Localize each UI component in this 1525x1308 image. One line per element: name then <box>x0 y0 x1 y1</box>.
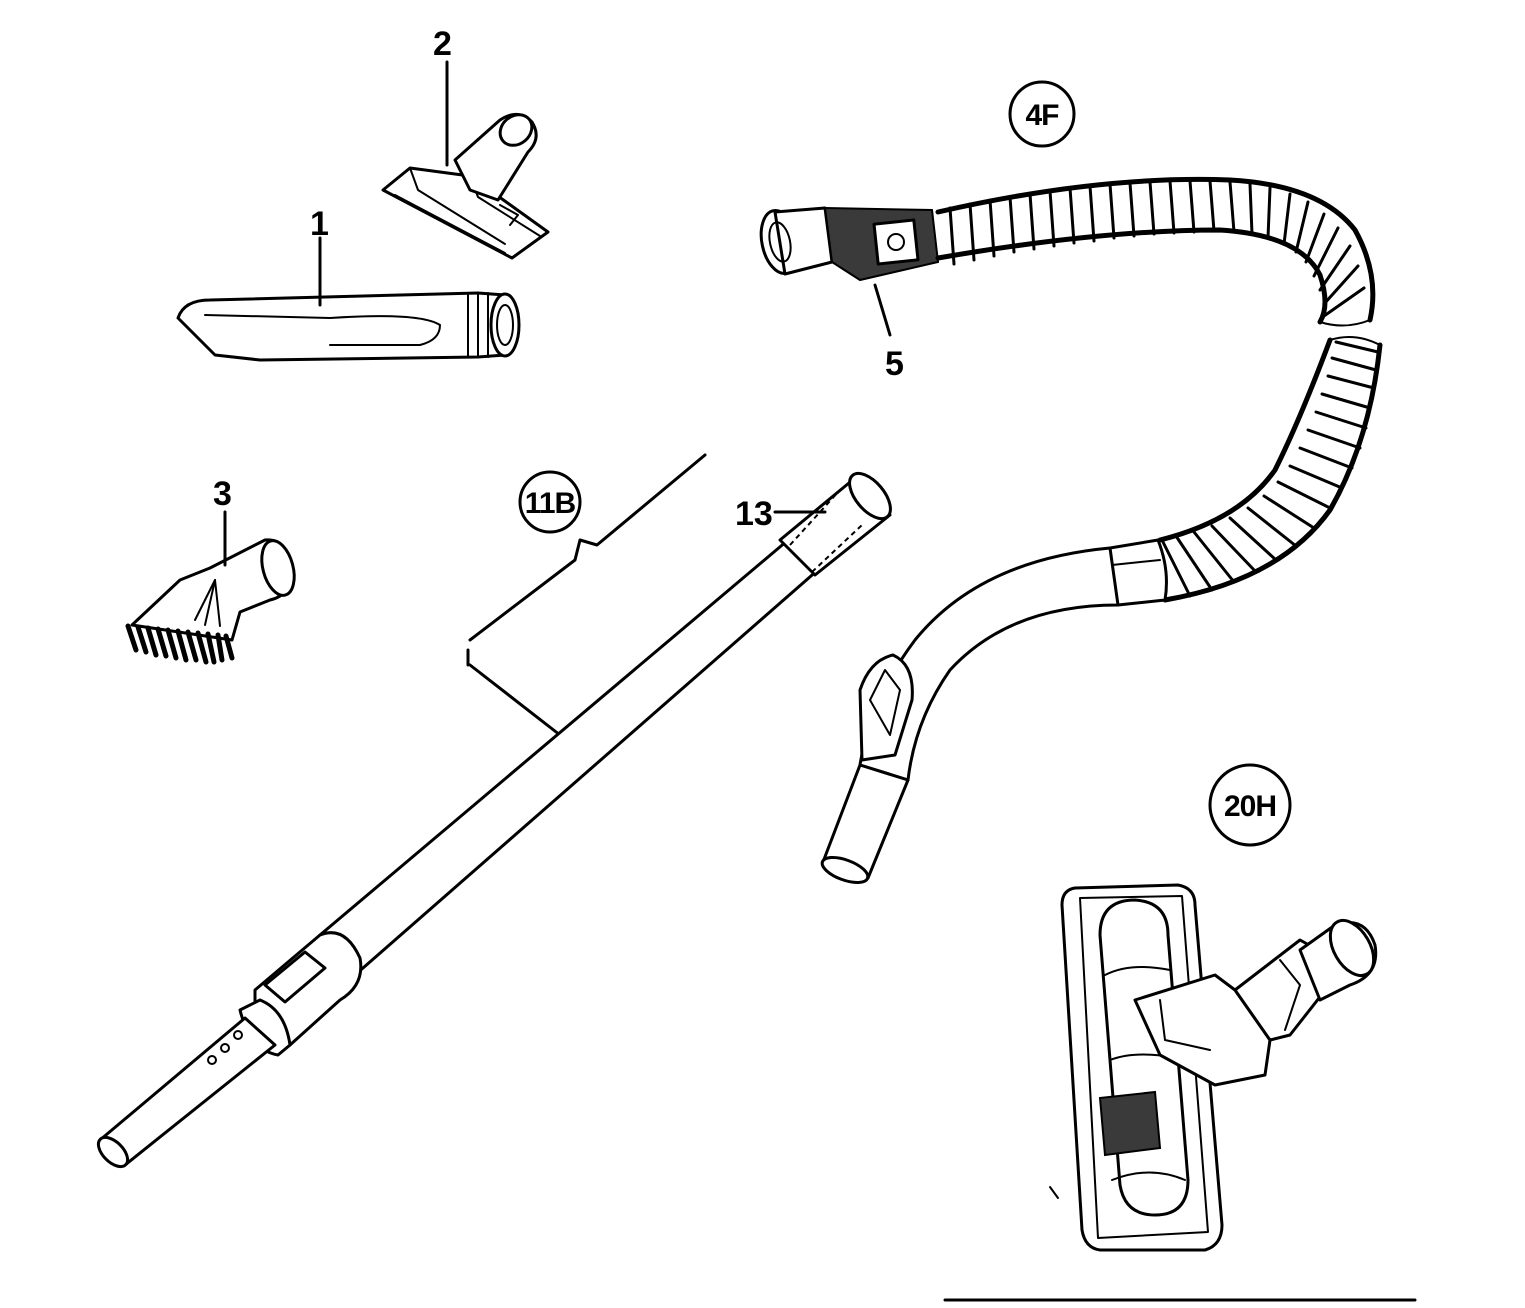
group-20h-circle <box>1208 763 1292 847</box>
callout-5: 5 <box>885 345 904 383</box>
callout-1: 1 <box>310 205 329 243</box>
telescopic-wand-drawing <box>96 453 892 1169</box>
crevice-tool-drawing <box>176 291 521 362</box>
floor-nozzle-drawing <box>1060 883 1378 1252</box>
upholstery-nozzle-drawing <box>381 113 550 260</box>
hose-assembly-drawing <box>759 176 1383 884</box>
callout-20h: 20H <box>1224 790 1276 823</box>
callout-11b: 11B <box>525 487 576 520</box>
dusting-brush-drawing <box>125 538 296 665</box>
group-11b-circle <box>518 470 582 534</box>
callout-2: 2 <box>433 25 452 63</box>
leader-line-5 <box>873 283 892 337</box>
callout-3: 3 <box>213 475 232 513</box>
group-4f-circle <box>1008 80 1076 148</box>
callout-4f: 4F <box>1025 99 1059 132</box>
callout-13: 13 <box>735 495 773 533</box>
stray-mark <box>1049 1186 1059 1199</box>
